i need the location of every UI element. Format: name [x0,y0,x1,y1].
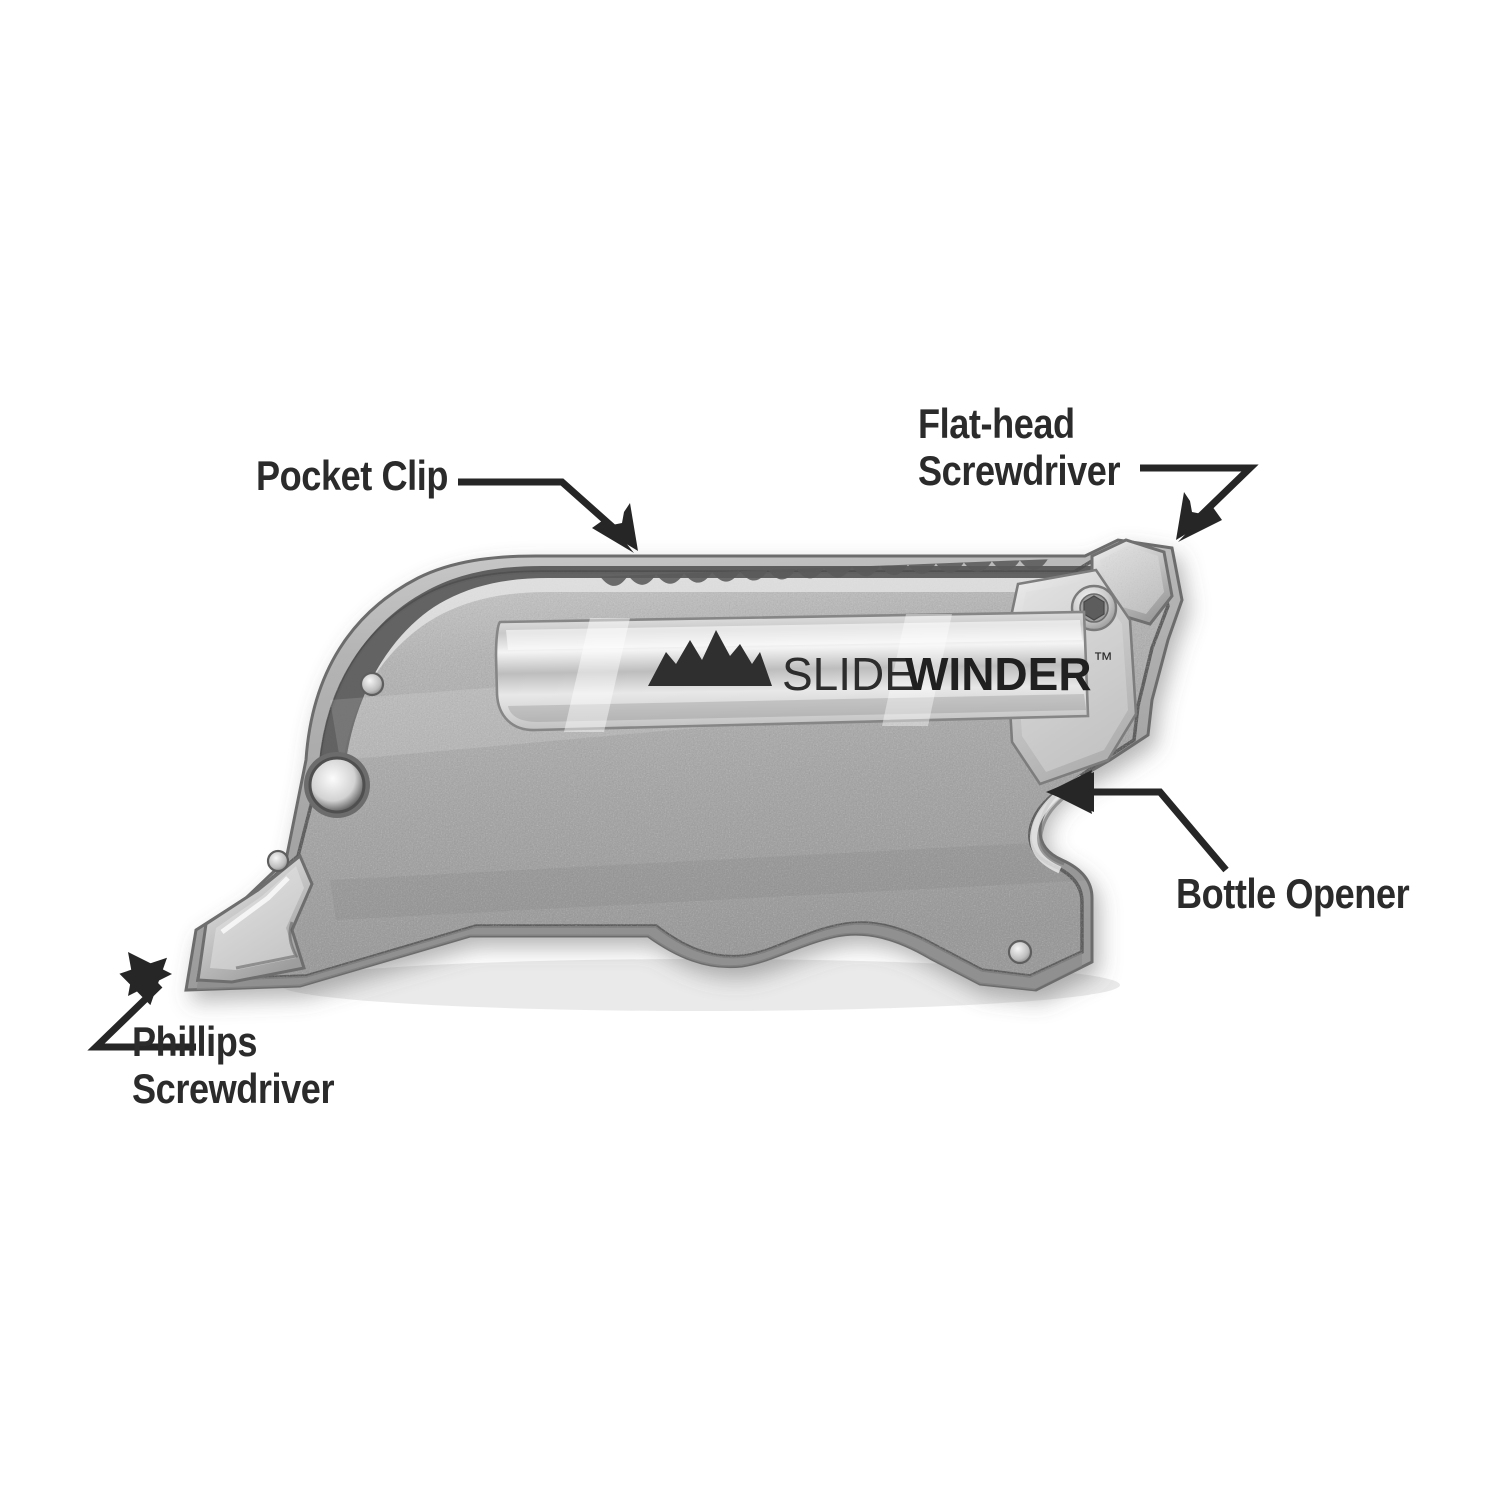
brand-mark: SLIDE WINDER ™ [648,630,1113,700]
callout-label-pocket-clip: Pocket Clip [256,452,448,499]
arrowhead-pocket-clip-tri [592,518,634,553]
pin-lower-left [266,849,290,873]
brand-text-light: SLIDE [782,648,915,700]
lanyard-hole [304,752,370,818]
mountain-range-icon [648,630,772,686]
shade-band [330,840,1094,920]
pin-lower-right [1007,939,1033,965]
arrowhead-flat-head [1176,492,1214,540]
trademark-symbol: ™ [1093,649,1113,671]
bottle-opener-leader [1082,788,1229,873]
pivot-pin-upper-left [359,671,385,697]
callout-label-bottle-opener: Bottle Opener [1176,870,1410,917]
arrowhead-bottle-opener-tri [1046,772,1094,812]
arrowhead-flat-head-tri [1178,506,1222,542]
brand-text-bold: WINDER [905,648,1092,700]
phillips-screwdriver-tip [196,853,314,984]
jimping-serrations [600,559,1052,586]
callout-label-phillips-screwdriver: Phillips Screwdriver [132,1018,335,1113]
phillips-leader [87,982,196,1051]
flat-head-leader [1140,464,1259,531]
pocket-clip [494,610,1090,732]
drop-shadow [280,959,1120,1011]
torx-screw-upper [1070,584,1118,632]
arrowhead-pocket-clip [600,503,638,551]
arrowheads-clean [119,506,1222,1006]
arrowhead-phillips-tri [119,957,168,1006]
callout-label-flat-head-screwdriver: Flat-head Screwdriver [918,400,1121,495]
